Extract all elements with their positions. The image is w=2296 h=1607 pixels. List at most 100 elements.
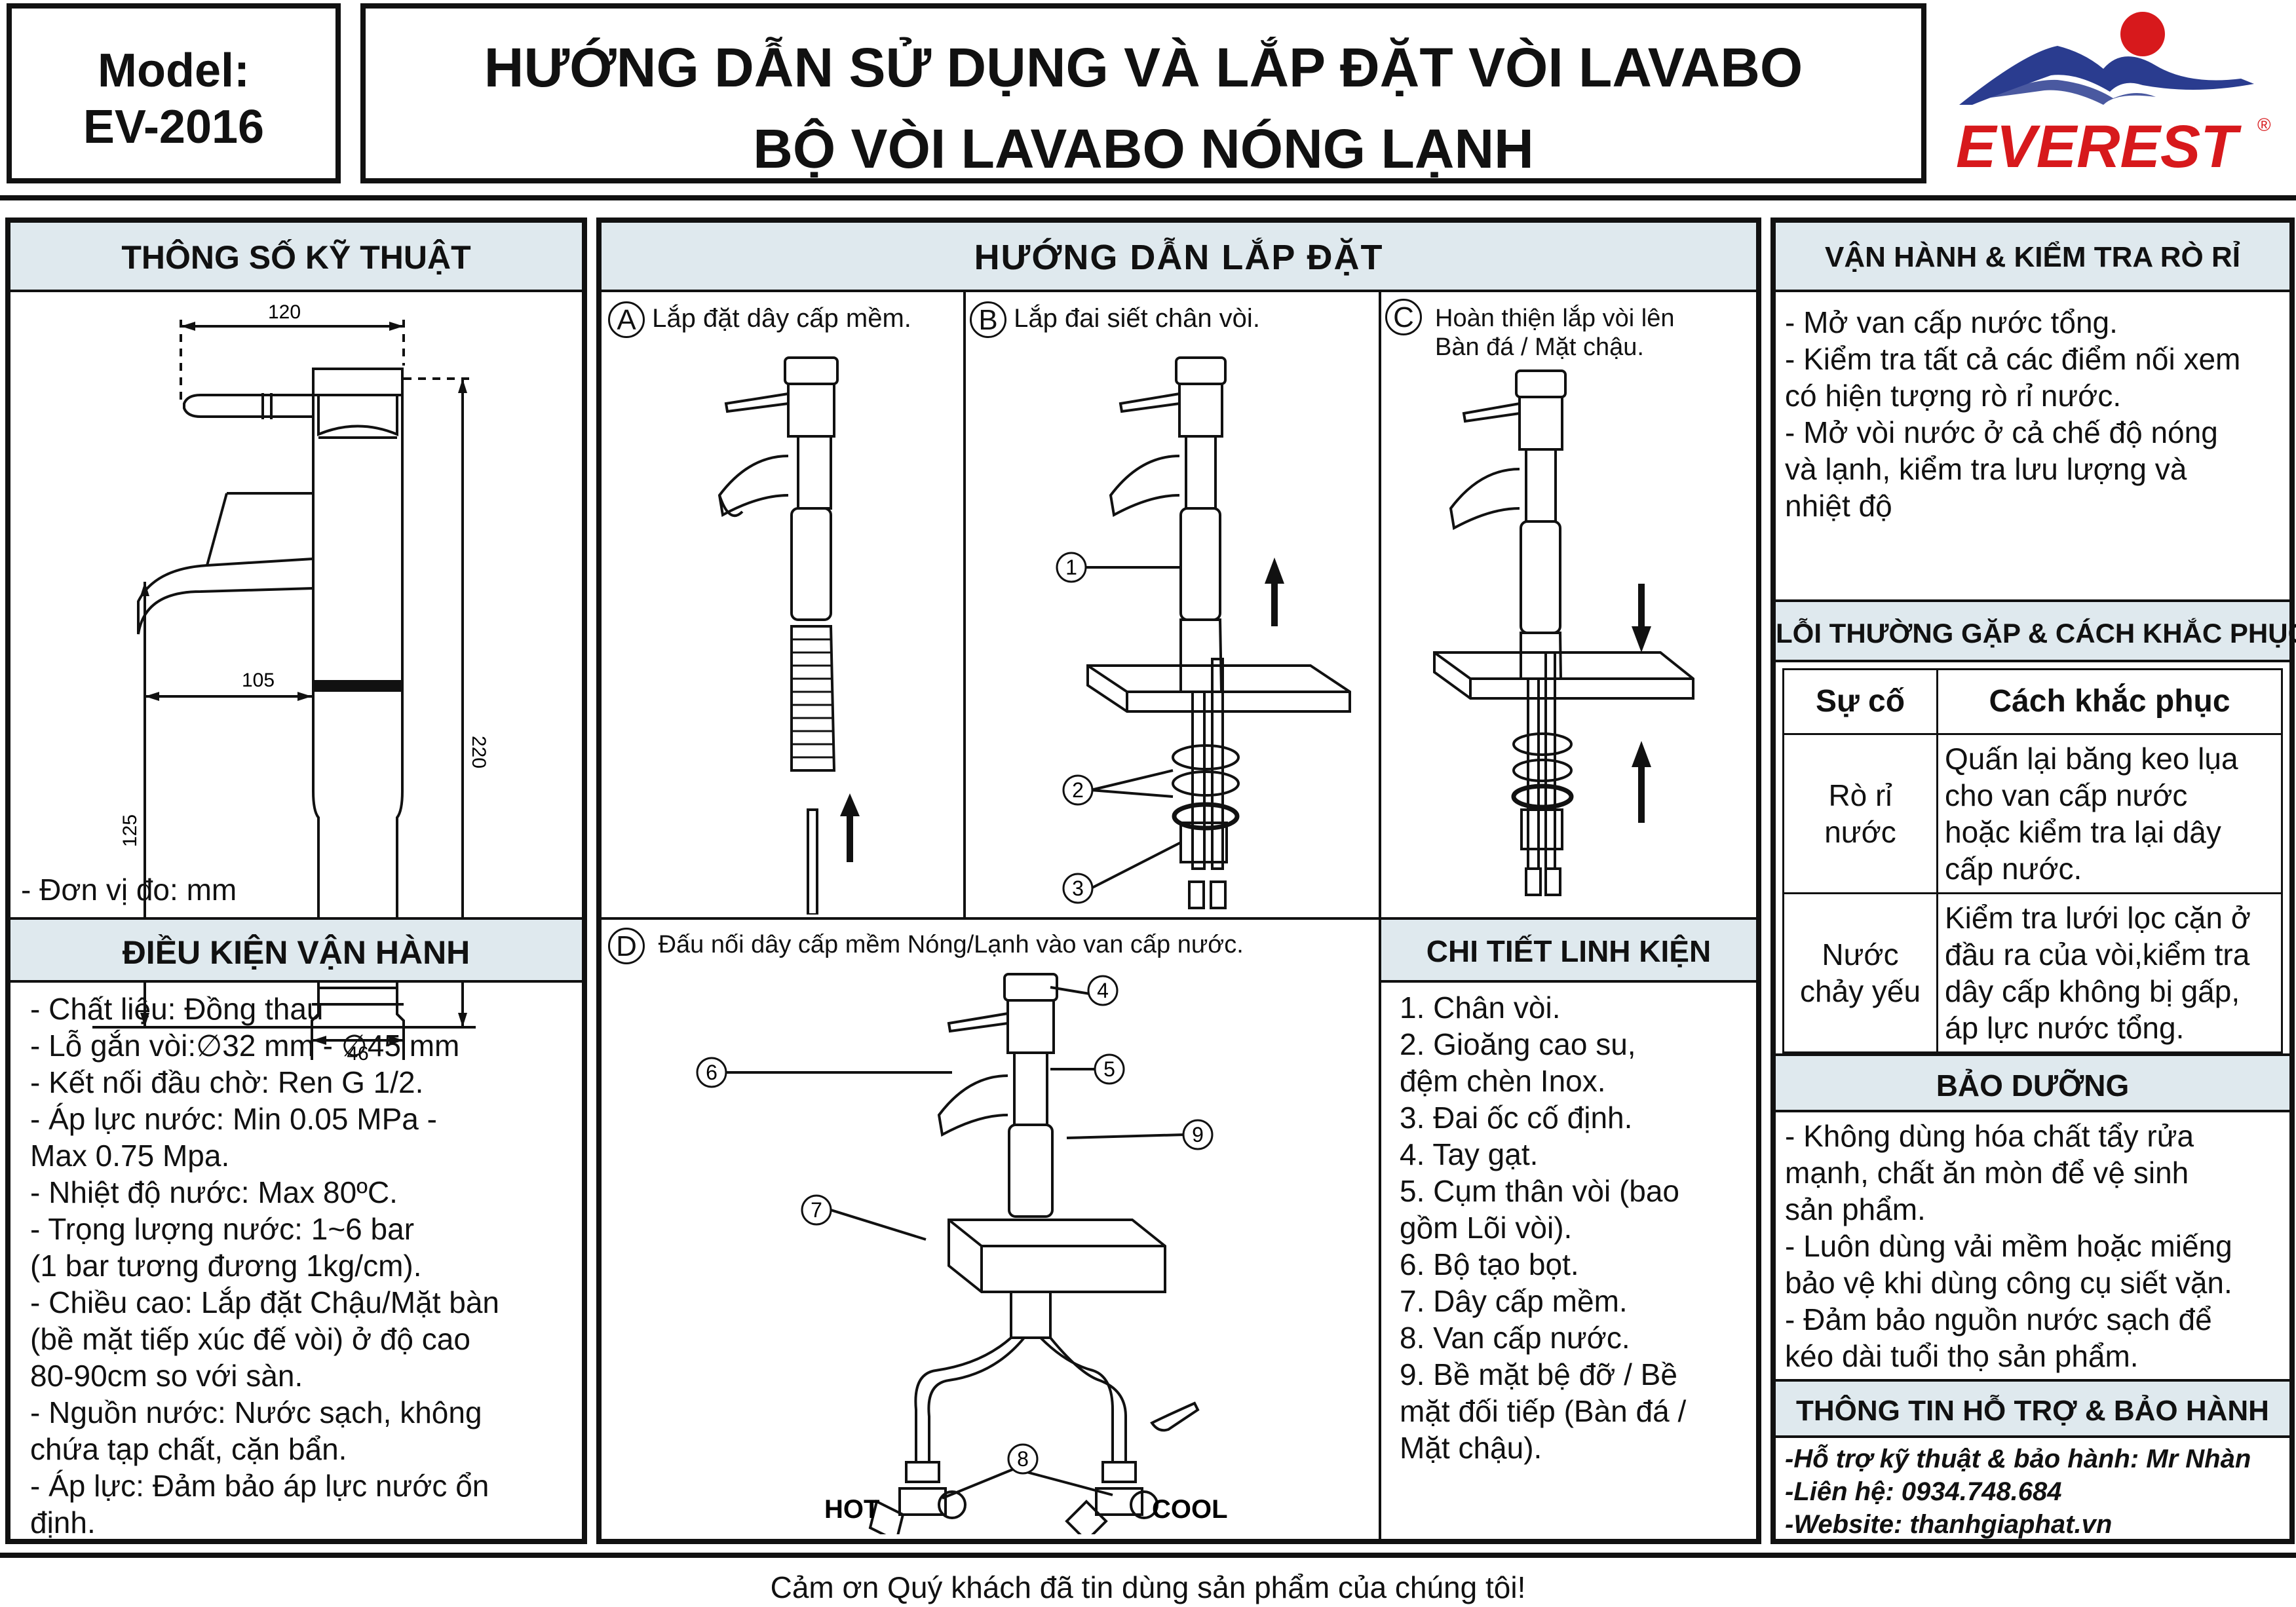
callout-1-label: 1: [1065, 556, 1077, 579]
operation-line: - Mở van cấp nước tổng.: [1785, 305, 2118, 339]
part-line: mặt đối tiếp (Bàn đá /: [1400, 1394, 1687, 1428]
operation-line: và lạnh, kiểm tra lưu lượng và: [1785, 452, 2187, 486]
support-line: -Hỗ trợ kỹ thuật & bảo hành: Mr Nhàn: [1785, 1445, 2251, 1473]
install-title: HƯỚNG DẪN LẮP ĐẶT: [974, 238, 1384, 277]
step-b-text: Lắp đai siết chân vòi.: [1014, 304, 1260, 333]
condition-line: - Lỗ gắn vòi:∅32 mm - ∅45 mm: [30, 1029, 460, 1063]
operation-line: có hiện tượng rò rỉ nước.: [1785, 379, 2122, 413]
callout-8: [1007, 1443, 1039, 1475]
step-c-line-1: Hoàn thiện lắp vòi lên: [1435, 305, 1675, 332]
footer-thanks: Cảm ơn Quý khách đã tin dùng sản phẩm củ…: [770, 1570, 1526, 1604]
part-line: gồm Lõi vòi).: [1400, 1211, 1573, 1245]
condition-line: - Trọng lượng nước: 1~6 bar: [30, 1212, 415, 1246]
callout-5-label: 5: [1103, 1057, 1115, 1081]
callout-2-label: 2: [1072, 778, 1084, 802]
header-divider: [0, 195, 2296, 200]
step-d-text: Đấu nối dây cấp mềm Nóng/Lạnh vào van cấ…: [658, 931, 1244, 958]
faults-title: LỖI THƯỜNG GẶP & CÁCH KHẮC PHỤC: [1776, 618, 2296, 649]
part-line: 1. Chân vòi.: [1400, 991, 1561, 1025]
sun-icon: [2120, 12, 2165, 56]
part-line: Mặt chậu).: [1400, 1431, 1542, 1465]
conditions-title: ĐIỀU KIỆN VẬN HÀNH: [122, 934, 470, 971]
dim-base: 46: [347, 1043, 368, 1065]
maintenance-list: - Không dùng hóa chất tẩy rửa mạnh, chất…: [1785, 1118, 2289, 1374]
fix-line: đầu ra của vòi,kiểm tra: [1945, 937, 2250, 972]
condition-line: Max 0.75 Mpa.: [30, 1139, 230, 1173]
condition-line: - Nguồn nước: Nước sạch, không: [30, 1395, 482, 1429]
brand-name: EVEREST: [1956, 113, 2242, 180]
operation-title: VẬN HÀNH & KIỂM TRA RÒ RỈ: [1825, 241, 2240, 273]
fix-line: Quấn lại băng keo lụa: [1945, 742, 2238, 776]
support-list: -Hỗ trợ kỹ thuật & bảo hành: Mr Nhàn -Li…: [1785, 1443, 2289, 1541]
condition-line: (1 bar tương đương 1kg/cm).: [30, 1249, 422, 1283]
fix-line: áp lực nước tổng.: [1945, 1011, 2185, 1045]
cool-label: COOL: [1152, 1495, 1228, 1524]
callout-4: [1087, 975, 1119, 1006]
part-line: 9. Bề mặt bệ đỡ / Bề: [1400, 1357, 1677, 1391]
part-line: 8. Van cấp nước.: [1400, 1321, 1630, 1355]
left-panel: THÔNG SỐ KỸ THUẬT: [5, 217, 587, 1544]
mountain-icon: [1959, 46, 2254, 105]
step-a-badge: A: [608, 301, 645, 339]
condition-line: 80-90cm so với sàn.: [30, 1359, 303, 1393]
model-box: Model: EV-2016: [7, 3, 341, 183]
title-box: HƯỚNG DẪN SỬ DỤNG VÀ LẮP ĐẶT VÒI LAVABO …: [360, 3, 1926, 183]
step-a-text: Lắp đặt dây cấp mềm.: [652, 304, 911, 333]
brand-registered: ®: [2257, 115, 2271, 135]
callout-6: [696, 1057, 727, 1088]
condition-line: chứa tạp chất, cặn bẩn.: [30, 1432, 347, 1466]
step-c: C Hoàn thiện lắp vòi lên Bàn đá / Mặt ch…: [1385, 299, 1756, 915]
faults-col-issue: Sự cố: [1782, 668, 1938, 735]
callout-7-label: 7: [811, 1198, 822, 1222]
maintenance-header: BẢO DƯỠNG: [1776, 1053, 2289, 1112]
condition-line: định.: [30, 1505, 96, 1540]
part-line: 7. Dây cấp mềm.: [1400, 1284, 1628, 1318]
maintenance-line: - Không dùng hóa chất tẩy rửa: [1785, 1119, 2194, 1153]
faults-col-fix: Cách khắc phục: [1936, 668, 2283, 735]
issue-line: chảy yếu: [1799, 974, 1921, 1008]
footer-divider: [0, 1553, 2296, 1558]
faults-table: Sự cố Cách khắc phục Rò rỉ nước Quấn lại…: [1782, 668, 2283, 1053]
support-line: -Liên hệ: 0934.748.684: [1785, 1477, 2062, 1506]
part-line: 6. Bộ tạo bọt.: [1400, 1247, 1579, 1281]
step-d: D Đấu nối dây cấp mềm Nóng/Lạnh vào van …: [608, 925, 1376, 1538]
support-header: THÔNG TIN HỖ TRỢ & BẢO HÀNH: [1776, 1379, 2289, 1438]
install-header: HƯỚNG DẪN LẮP ĐẶT: [602, 223, 1756, 292]
dim-height: 220: [468, 736, 489, 768]
step-c-badge: C: [1385, 299, 1422, 335]
maintenance-line: - Đảm bảo nguồn nước sạch để: [1785, 1302, 2212, 1336]
specs-header: THÔNG SỐ KỸ THUẬT: [10, 223, 582, 292]
operation-line: - Kiểm tra tất cả các điểm nối xem: [1785, 342, 2241, 376]
maintenance-line: - Luôn dùng vải mềm hoặc miếng: [1785, 1229, 2232, 1263]
step-c-line-2: Bàn đá / Mặt chậu.: [1435, 333, 1644, 361]
part-line: đệm chèn Inox.: [1400, 1064, 1606, 1098]
step-d-badge: D: [608, 927, 645, 964]
model-label: Model:: [98, 45, 250, 97]
part-line: 4. Tay gạt.: [1400, 1137, 1539, 1171]
parts-title: CHI TIẾT LINH KIỆN: [1426, 934, 1712, 968]
fix-line: hoặc kiểm tra lại dây: [1945, 815, 2221, 849]
model-value: EV-2016: [83, 101, 265, 153]
dim-width: 120: [268, 301, 301, 323]
table-row: Rò rỉ nước Quấn lại băng keo lụa cho van…: [1782, 733, 2283, 894]
callout-7: [801, 1194, 832, 1226]
fix-line: dây cấp không bị gấp,: [1945, 974, 2240, 1008]
fix-line: cấp nước.: [1945, 852, 2082, 886]
dim-reach: 105: [242, 670, 275, 691]
maintenance-line: sản phẩm.: [1785, 1192, 1926, 1226]
parts-list: 1. Chân vòi. 2. Gioăng cao su, đệm chèn …: [1400, 989, 1753, 1466]
parts-header: CHI TIẾT LINH KIỆN: [1381, 920, 1756, 983]
part-line: 5. Cụm thân vòi (bao: [1400, 1174, 1680, 1208]
title-line-2: BỘ VÒI LAVABO NÓNG LẠNH: [753, 118, 1534, 180]
brand-logo: EVEREST ®: [1946, 7, 2287, 183]
fix-line: cho van cấp nước: [1945, 778, 2188, 812]
part-line: 3. Đai ốc cố định.: [1400, 1101, 1633, 1135]
dim-spout-height: 125: [119, 814, 141, 847]
unit-note: - Đơn vị đo: mm: [21, 873, 237, 907]
maintenance-line: kéo dài tuổi thọ sản phẩm.: [1785, 1339, 2139, 1373]
hot-label: HOT: [824, 1495, 879, 1524]
issue-line: Nước: [1822, 937, 1899, 972]
condition-line: - Chiều cao: Lắp đặt Chậu/Mặt bàn: [30, 1285, 500, 1319]
maintenance-title: BẢO DƯỠNG: [1936, 1068, 2130, 1103]
support-title: THÔNG TIN HỖ TRỢ & BẢO HÀNH: [1796, 1395, 2269, 1427]
